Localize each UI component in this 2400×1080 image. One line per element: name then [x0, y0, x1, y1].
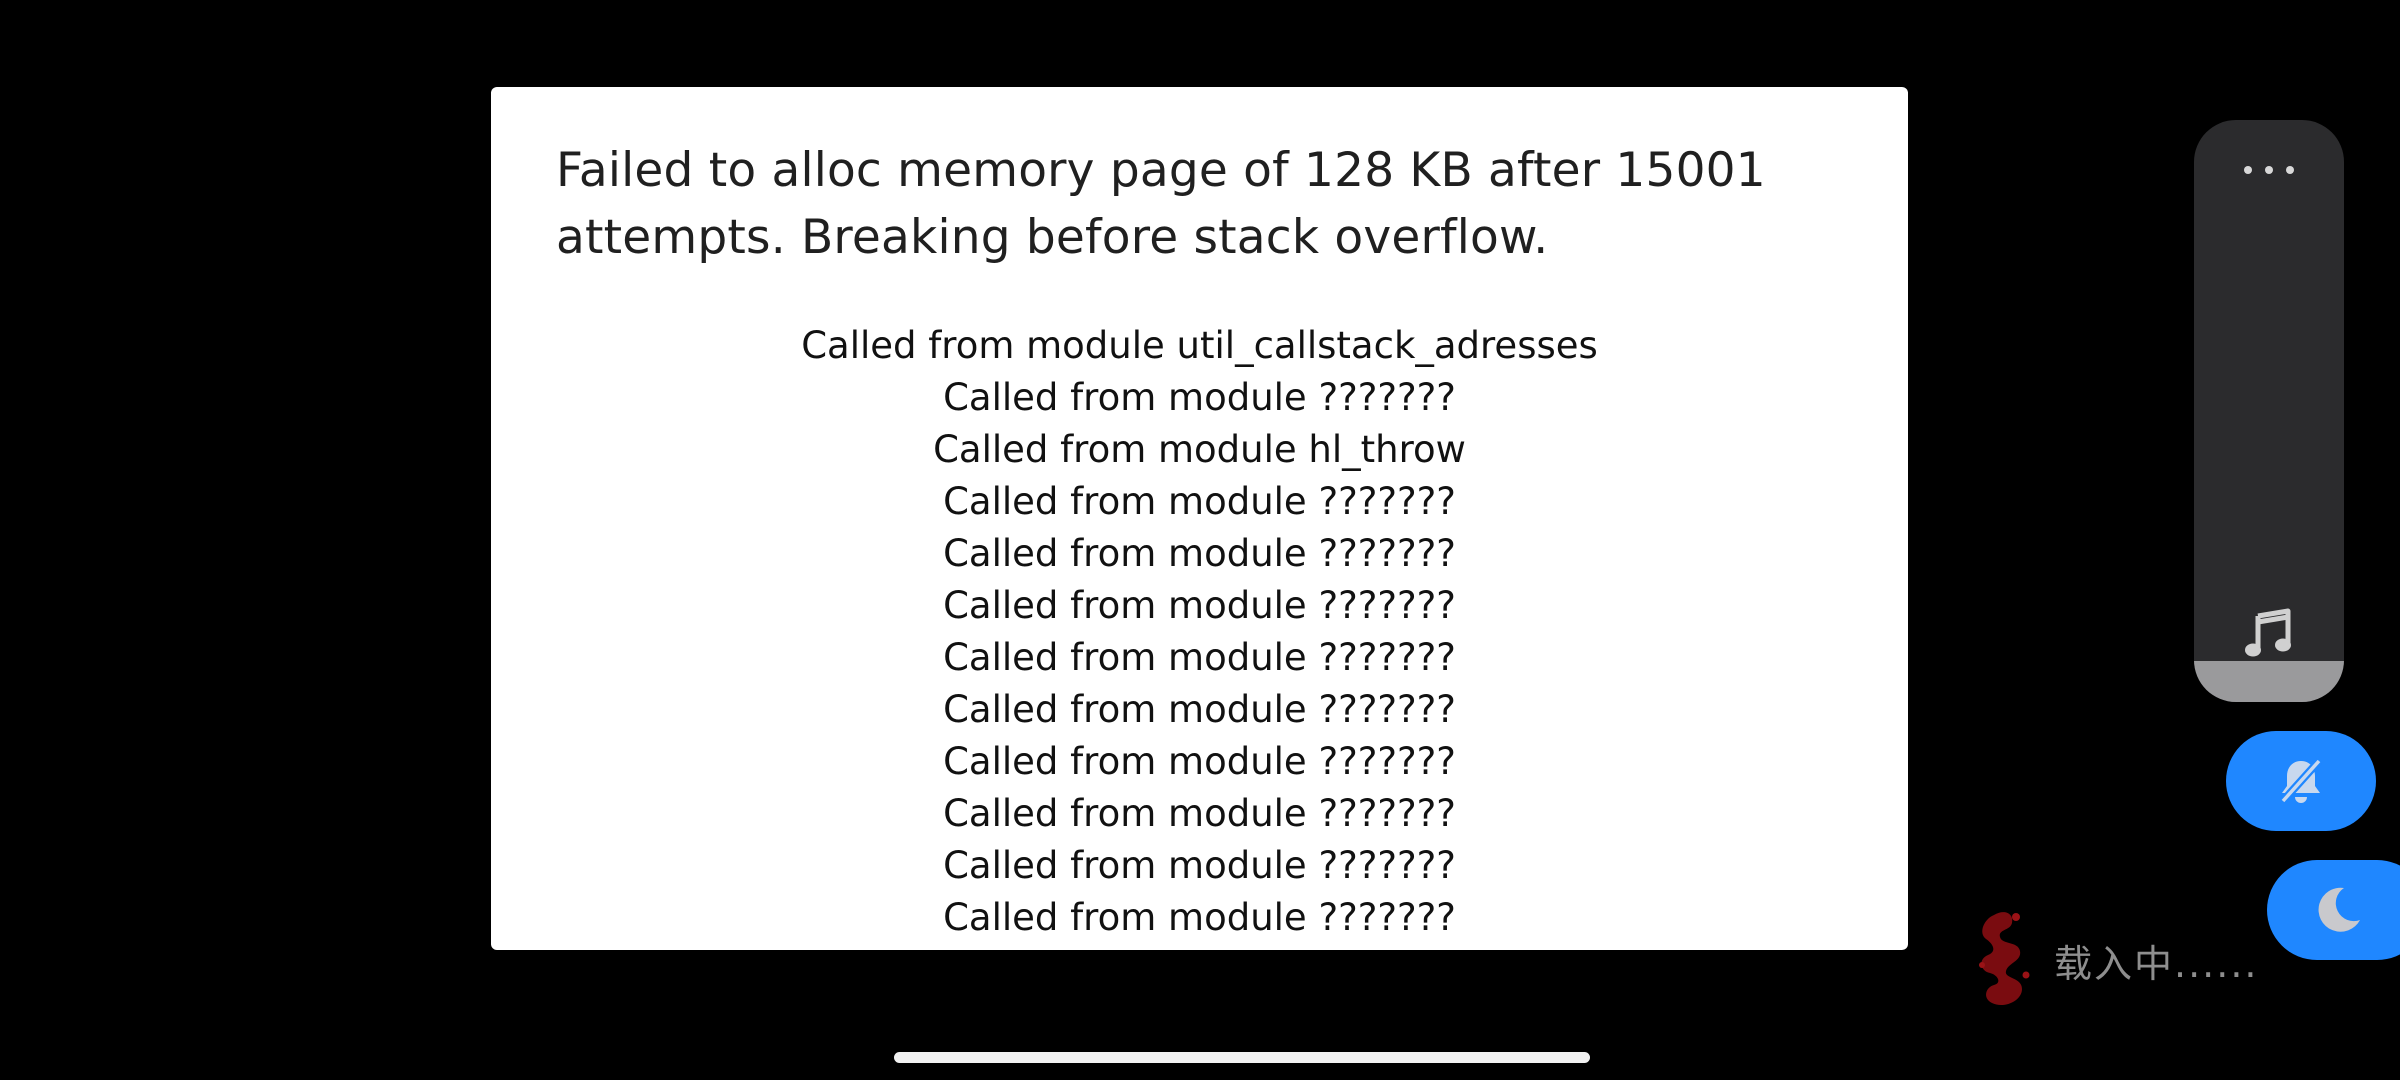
music-note-icon [2245, 608, 2291, 657]
bell-off-icon [2280, 758, 2322, 804]
night-mode-button[interactable] [2267, 860, 2400, 960]
callstack-line: Called from module hl_throw [933, 428, 1466, 471]
callstack-line: Called from module ??????? [943, 844, 1456, 887]
error-dialog: Failed to alloc memory page of 128 KB af… [491, 87, 1908, 950]
callstack-line: Called from module util_callstack_adress… [801, 324, 1598, 367]
moon-icon [2318, 887, 2360, 932]
loading-indicator: 载入中...... [1968, 905, 2258, 1015]
callstack-line: Called from module ??????? [943, 376, 1456, 419]
home-indicator-bar[interactable] [894, 1052, 1590, 1063]
mute-button[interactable] [2226, 731, 2376, 831]
callstack-line: Called from module ??????? [943, 636, 1456, 679]
callstack-line: Called from module ??????? [943, 896, 1456, 939]
callstack-line: Called from module ??????? [943, 740, 1456, 783]
callstack-line: Called from module ??????? [943, 688, 1456, 731]
volume-slider-fill[interactable] [2194, 661, 2344, 702]
callstack-line: Called from module ??????? [943, 584, 1456, 627]
callstack-list: Called from module util_callstack_adress… [491, 320, 1908, 944]
loading-text: 载入中...... [2054, 941, 2259, 986]
volume-slider-panel[interactable] [2194, 120, 2344, 702]
red-brush-logo-icon [1979, 912, 2030, 1006]
error-title: Failed to alloc memory page of 128 KB af… [556, 143, 1766, 265]
callstack-line: Called from module ??????? [943, 792, 1456, 835]
callstack-line: Called from module ??????? [943, 480, 1456, 523]
more-dots-icon[interactable] [2244, 160, 2294, 180]
callstack-line: Called from module ??????? [943, 532, 1456, 575]
